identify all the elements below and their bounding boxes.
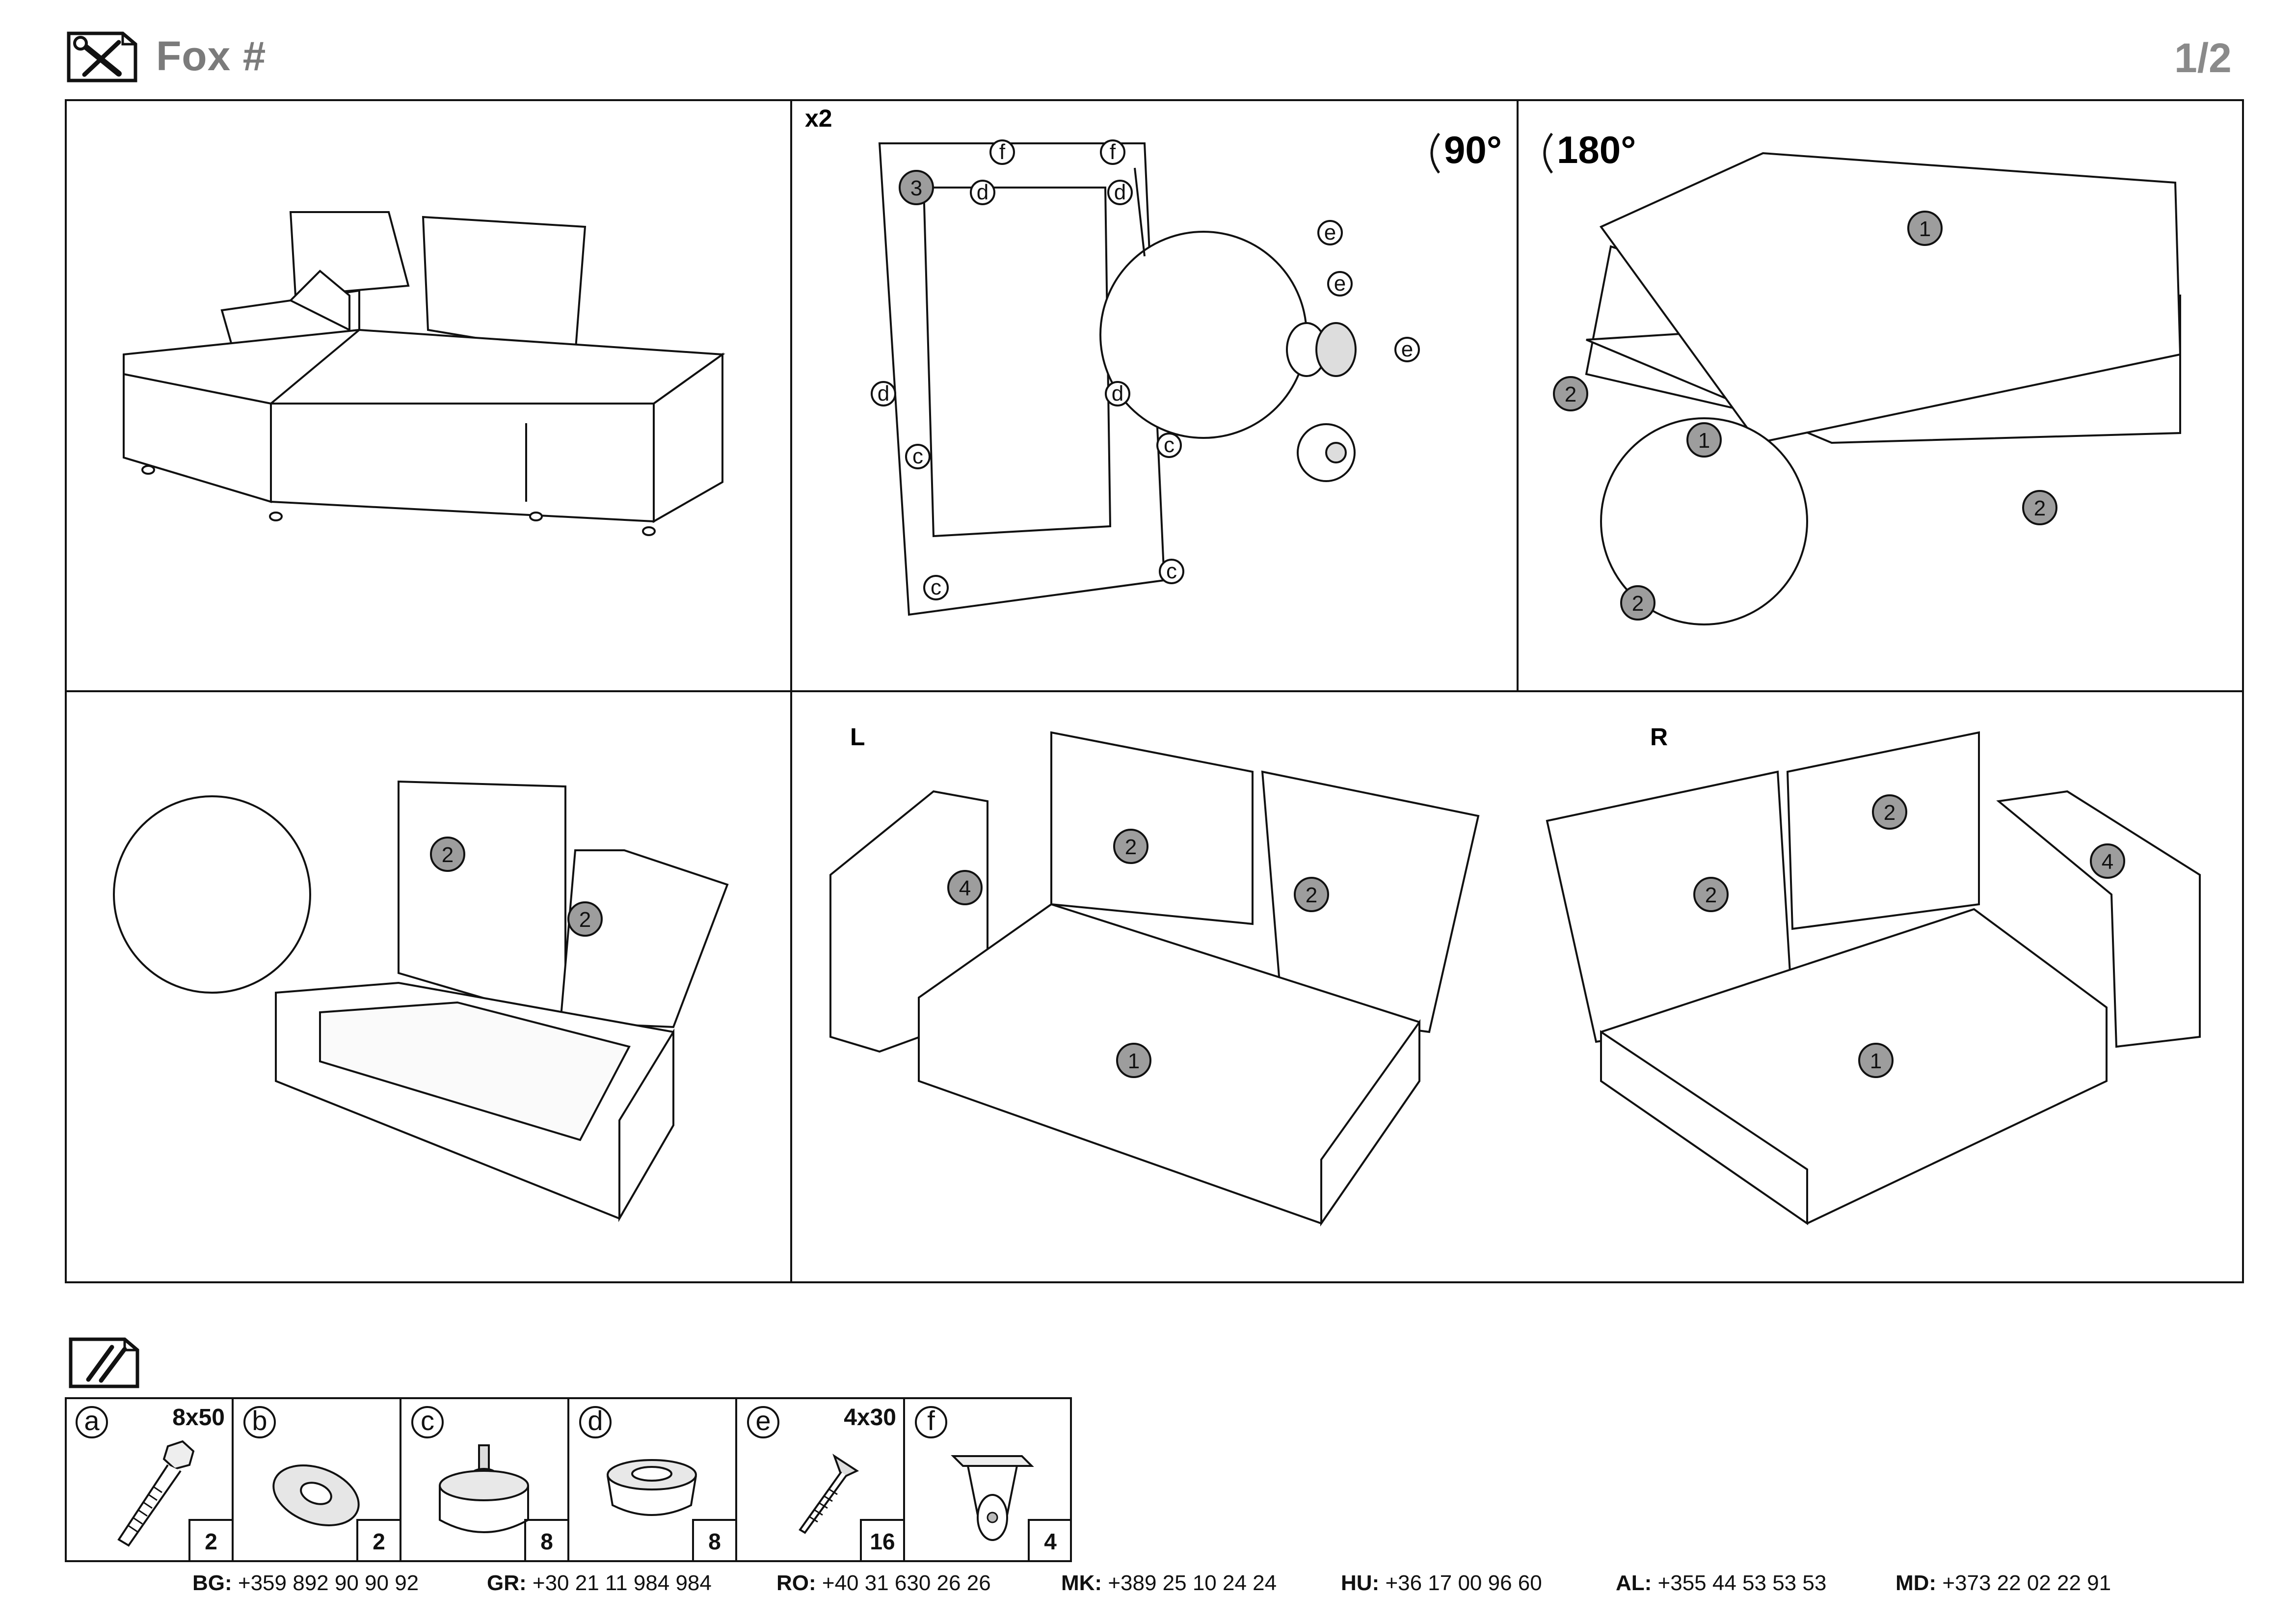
- svg-text:e: e: [1334, 271, 1346, 296]
- step2-frame-illustration: [878, 142, 1357, 616]
- svg-text:d: d: [977, 180, 988, 204]
- part-b: b 2: [233, 1397, 400, 1562]
- svg-text:2: 2: [1125, 835, 1137, 859]
- svg-text:1: 1: [1919, 217, 1931, 241]
- parts-table-grid: [65, 1397, 1072, 1562]
- svg-text:2: 2: [1884, 801, 1896, 825]
- part-f: f 4: [904, 1397, 1071, 1562]
- contact-md: MD: +373 22 02 22 91: [1896, 1571, 2111, 1595]
- svg-text:2: 2: [2034, 496, 2046, 520]
- part-letter: d: [579, 1406, 612, 1438]
- threaded-foot-icon: [439, 1444, 529, 1533]
- page-number: 1/2: [2174, 35, 2232, 81]
- svg-text:2: 2: [1306, 883, 1317, 907]
- wood-screw-icon: [799, 1454, 859, 1534]
- svg-text:2: 2: [442, 843, 454, 867]
- svg-text:3: 3: [910, 176, 922, 200]
- contact-ro: RO: +40 31 630 26 26: [776, 1571, 991, 1595]
- part-letter: c: [411, 1406, 444, 1438]
- rotate-arrow-icon: [1430, 133, 1441, 174]
- step3-rotation: 180°: [1557, 128, 1636, 171]
- svg-text:c: c: [931, 575, 941, 599]
- svg-text:e: e: [1324, 220, 1336, 244]
- step2-multiplier: x2: [805, 105, 832, 132]
- part-c: c 8: [400, 1397, 567, 1562]
- assembly-steps-grid: 3 f d f d d d c c c c e e e x2 90° 1 2 1…: [65, 99, 2244, 1283]
- svg-text:d: d: [878, 381, 889, 406]
- part-e: e 4x30 16: [736, 1397, 903, 1562]
- contact-gr: GR: +30 21 11 984 984: [487, 1571, 712, 1595]
- step5-left-assembly-illustration: [829, 731, 1480, 1227]
- svg-text:c: c: [1164, 433, 1175, 457]
- part-size: 4x30: [844, 1405, 896, 1431]
- step4-callouts: 2 2: [430, 837, 603, 937]
- svg-text:1: 1: [1870, 1049, 1882, 1073]
- part-letter: e: [747, 1406, 779, 1438]
- svg-text:c: c: [912, 444, 923, 468]
- caster-wheel-icon: [951, 1455, 1034, 1541]
- part-quantity: 8: [692, 1519, 735, 1562]
- part-quantity: 4: [1028, 1519, 1071, 1562]
- svg-text:2: 2: [579, 908, 591, 932]
- bolt-icon: [117, 1440, 195, 1547]
- step2-rotation: 90°: [1444, 128, 1502, 171]
- svg-text:1: 1: [1128, 1049, 1140, 1073]
- step6-side-label: R: [1650, 723, 1668, 751]
- step5-callouts: 4 2 2 1: [947, 829, 1329, 1078]
- screws-icon: [69, 1337, 139, 1388]
- step3-box-hinge-illustration: [1585, 152, 2182, 625]
- svg-text:f: f: [1110, 140, 1116, 164]
- contact-numbers: BG: +359 892 90 90 92 GR: +30 21 11 984 …: [192, 1571, 2156, 1600]
- part-size: 8x50: [172, 1405, 225, 1431]
- part-letter: f: [915, 1406, 947, 1438]
- svg-text:e: e: [1401, 337, 1413, 361]
- part-quantity: 2: [188, 1519, 232, 1562]
- step6-callouts: 2 2 4 1: [1693, 794, 2125, 1078]
- svg-text:2: 2: [1705, 883, 1717, 907]
- part-quantity: 2: [356, 1519, 400, 1562]
- washer-icon: [272, 1464, 360, 1526]
- part-letter: a: [76, 1406, 108, 1438]
- part-a: a 8x50 2: [65, 1397, 232, 1562]
- part-quantity: 16: [860, 1519, 903, 1562]
- contact-al: AL: +355 44 53 53 53: [1616, 1571, 1827, 1595]
- contact-mk: MK: +389 25 10 24 24: [1061, 1571, 1277, 1595]
- rotate-arrow-icon: [1543, 133, 1553, 174]
- part-quantity: 8: [524, 1519, 567, 1562]
- step3-callouts: 1 2 1 2 2: [1553, 211, 2057, 621]
- part-letter: b: [243, 1406, 276, 1438]
- step1-sofa-illustration: [123, 211, 725, 536]
- tools-icon: [67, 31, 137, 82]
- svg-text:c: c: [1166, 559, 1177, 583]
- svg-text:f: f: [999, 140, 1006, 164]
- step6-right-assembly-illustration: [1546, 731, 2201, 1225]
- step2-callouts: 3 f d f d d d c c c c e e e: [871, 139, 1420, 600]
- svg-text:d: d: [1112, 381, 1123, 406]
- parts-table: a 8x50 2 b 2 c 8 d: [65, 1397, 1072, 1562]
- svg-text:d: d: [1114, 180, 1126, 204]
- svg-text:2: 2: [1565, 382, 1576, 406]
- document-title: Fox #: [156, 33, 267, 79]
- step4-open-box-illustration: [113, 780, 729, 1222]
- contact-bg: BG: +359 892 90 90 92: [192, 1571, 419, 1595]
- svg-text:1: 1: [1698, 429, 1710, 453]
- glide-foot-icon: [607, 1459, 697, 1516]
- svg-text:2: 2: [1632, 592, 1644, 616]
- svg-text:4: 4: [2102, 850, 2113, 874]
- svg-text:4: 4: [959, 876, 971, 900]
- part-d: d 8: [568, 1397, 735, 1562]
- contact-hu: HU: +36 17 00 96 60: [1341, 1571, 1542, 1595]
- step5-side-label: L: [850, 723, 865, 751]
